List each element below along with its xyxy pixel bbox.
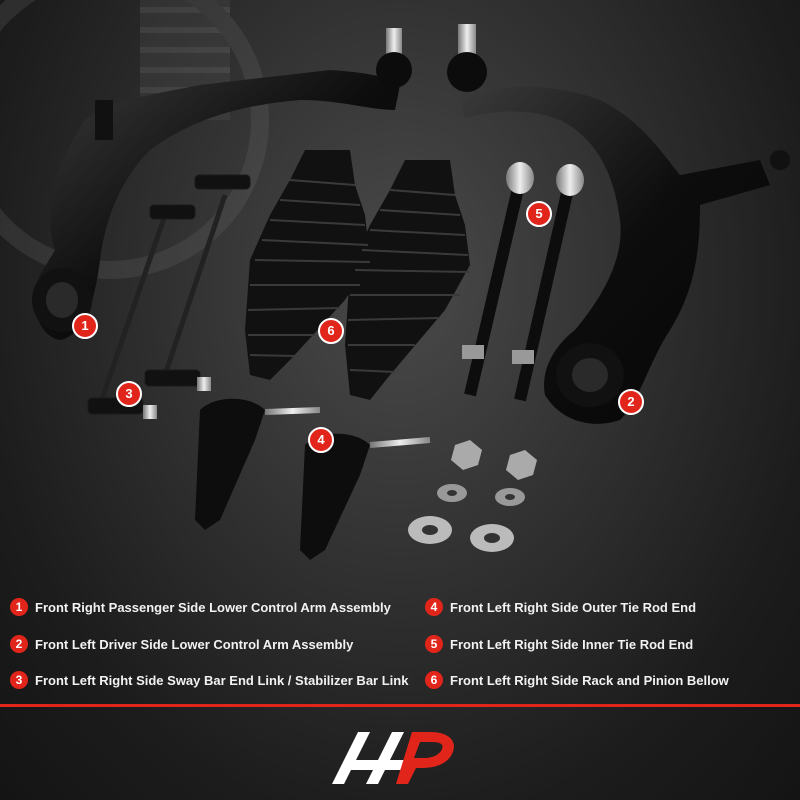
sway-bar-end-links (87, 174, 251, 419)
legend-item-3: 3 Front Left Right Side Sway Bar End Lin… (10, 671, 408, 689)
legend-label: Front Left Right Side Rack and Pinion Be… (450, 672, 729, 688)
outer-tie-rod-ends (195, 398, 431, 560)
legend-label: Front Left Right Side Outer Tie Rod End (450, 599, 697, 615)
legend-number: 6 (425, 671, 443, 689)
right-lower-control-arm (447, 24, 790, 424)
legend-number: 2 (10, 635, 28, 653)
legend-item-6: 6 Front Left Right Side Rack and Pinion … (425, 671, 729, 689)
legend-item-4: 4 Front Left Right Side Outer Tie Rod En… (425, 598, 696, 616)
legend-number: 3 (10, 671, 28, 689)
legend-label: Front Left Driver Side Lower Control Arm… (35, 636, 354, 652)
legend-label: Front Left Right Side Sway Bar End Link … (35, 672, 409, 688)
suspension-parts-photo (0, 0, 790, 560)
legend-item-1: 1 Front Right Passenger Side Lower Contr… (10, 598, 391, 616)
legend-label: Front Left Right Side Inner Tie Rod End (450, 636, 694, 652)
legend-number: 1 (10, 598, 28, 616)
divider-line (0, 704, 800, 707)
rack-and-pinion-bellows (245, 150, 471, 400)
legend-label: Front Right Passenger Side Lower Control… (35, 599, 391, 615)
a-premium-logo-icon (332, 732, 454, 784)
legend-number: 5 (425, 635, 443, 653)
legend-item-2: 2 Front Left Driver Side Lower Control A… (10, 635, 353, 653)
callout-marker-1: 1 (72, 313, 98, 339)
callout-marker-6: 6 (318, 318, 344, 344)
parts-legend: 1 Front Right Passenger Side Lower Contr… (0, 588, 800, 700)
callout-marker-2: 2 (618, 389, 644, 415)
legend-item-5: 5 Front Left Right Side Inner Tie Rod En… (425, 635, 693, 653)
left-lower-control-arm (32, 28, 412, 340)
hardware-nuts-washers (408, 440, 537, 552)
callout-marker-3: 3 (116, 381, 142, 407)
legend-number: 4 (425, 598, 443, 616)
callout-marker-4: 4 (308, 427, 334, 453)
inner-tie-rods (462, 162, 584, 402)
callout-marker-5: 5 (526, 201, 552, 227)
